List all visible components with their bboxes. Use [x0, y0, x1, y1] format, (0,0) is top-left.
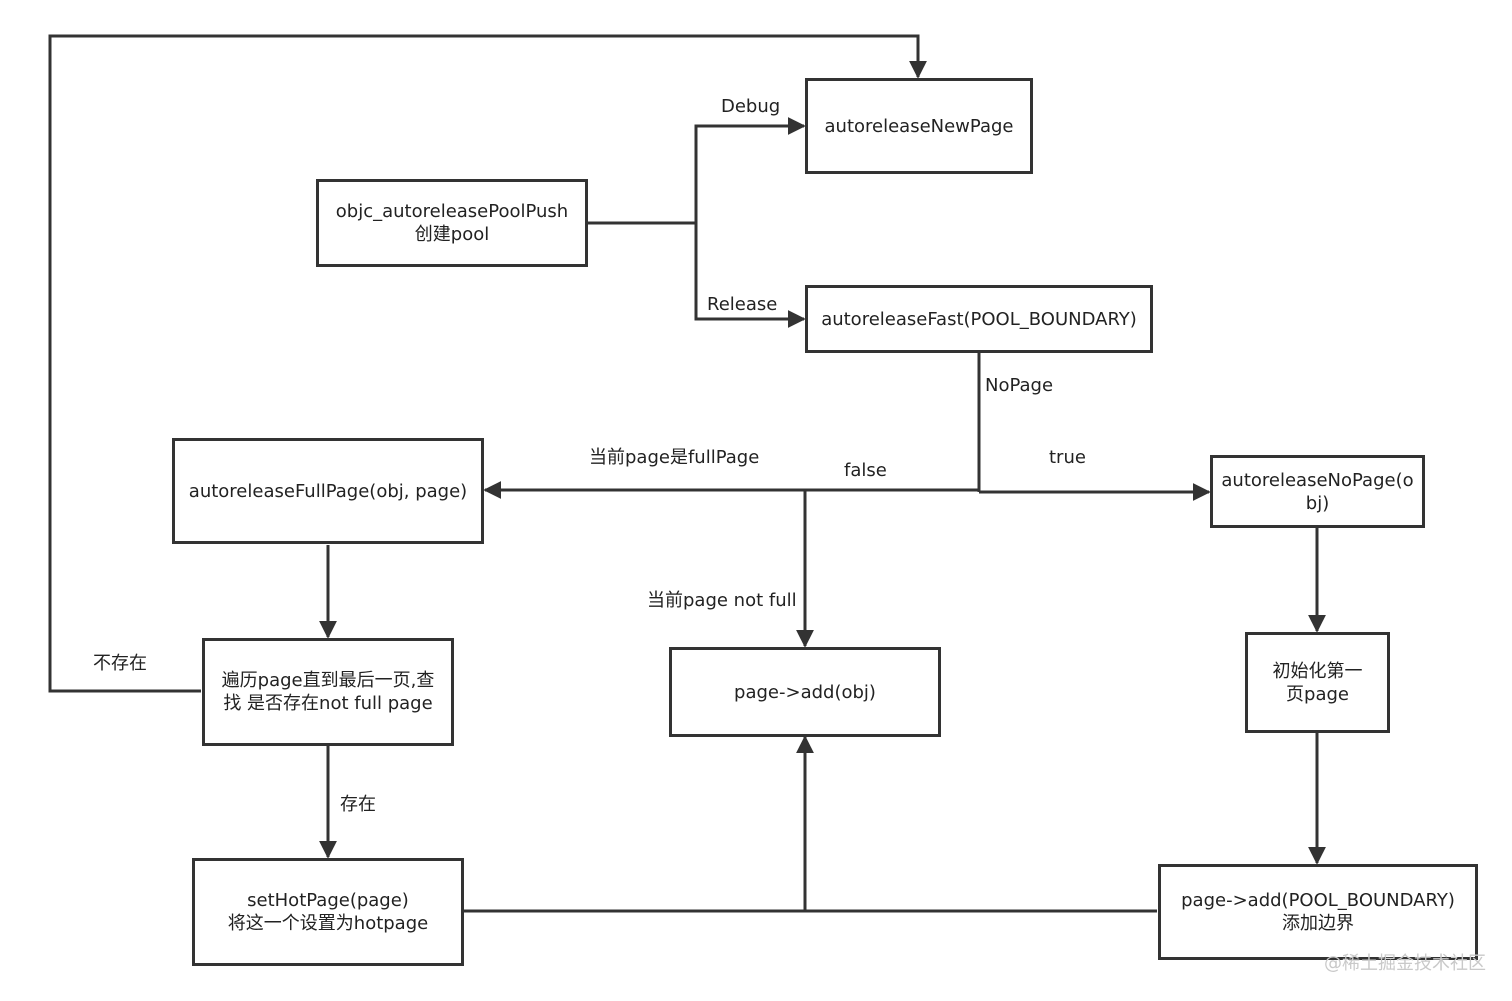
node-label-line1: autoreleaseNoPage(o — [1221, 469, 1414, 491]
watermark: @稀土掘金技术社区 — [1324, 953, 1486, 974]
node-autorelease-new-page: autoreleaseNewPage — [805, 78, 1033, 174]
node-autorelease-fast: autoreleaseFast(POOL_BOUNDARY) — [805, 285, 1153, 353]
node-label-line1: objc_autoreleasePoolPush — [335, 201, 569, 222]
edge-traverse-to-newpage — [48, 34, 927, 693]
edge-label-nopage: NoPage — [985, 375, 1054, 396]
node-page-add-obj: page->add(obj) — [669, 647, 941, 737]
node-label-line1: autoreleaseNewPage — [824, 115, 1014, 137]
edge-label-full-page: 当前page是fullPage — [589, 447, 760, 468]
node-label-line2: 页page — [1286, 683, 1349, 705]
node-label-line1: autoreleaseFast(POOL_BOUNDARY) — [821, 308, 1137, 330]
node-page-add-pool-boundary: page->add(POOL_BOUNDARY) 添加边界 — [1158, 864, 1478, 960]
edge-label-false: false — [844, 460, 887, 481]
edge-debug-to-newpage — [694, 117, 806, 223]
node-traverse-pages: 遍历page直到最后一页,查 找 是否存在not full page — [202, 638, 454, 746]
node-label-line1: 初始化第一 — [1272, 660, 1363, 682]
node-label-line2: 添加边界 — [1282, 913, 1354, 934]
edge-label-release: Release — [707, 294, 778, 315]
node-label-line1: autoreleaseFullPage(obj, page) — [188, 480, 468, 502]
node-set-hot-page: setHotPage(page) 将这一个设置为hotpage — [192, 858, 464, 966]
node-objc-autorelease-pool-push: objc_autoreleasePoolPush 创建pool — [316, 179, 588, 267]
node-label-line1: 遍历page直到最后一页,查 — [221, 670, 435, 691]
node-label-line1: page->add(POOL_BOUNDARY) — [1181, 890, 1455, 911]
node-init-first-page: 初始化第一 页page — [1245, 632, 1390, 733]
node-label-line1: page->add(obj) — [734, 681, 876, 703]
node-autorelease-full-page: autoreleaseFullPage(obj, page) — [172, 438, 484, 544]
node-autorelease-no-page: autoreleaseNoPage(o bj) — [1210, 455, 1425, 528]
edge-release-to-fast — [694, 223, 806, 328]
node-label-line2: bj) — [1305, 492, 1330, 514]
node-label-line1: setHotPage(page) — [247, 890, 409, 911]
node-label-line2: 创建pool — [414, 224, 490, 245]
edge-label-not-full: 当前page not full — [647, 590, 797, 611]
edge-label-exist: 存在 — [340, 794, 376, 815]
edge-label-true: true — [1049, 447, 1086, 468]
node-label-line2: 找 是否存在not full page — [223, 693, 433, 714]
edge-label-debug: Debug — [721, 96, 781, 117]
node-label-line2: 将这一个设置为hotpage — [227, 913, 429, 934]
edge-label-not-exist: 不存在 — [93, 653, 147, 674]
